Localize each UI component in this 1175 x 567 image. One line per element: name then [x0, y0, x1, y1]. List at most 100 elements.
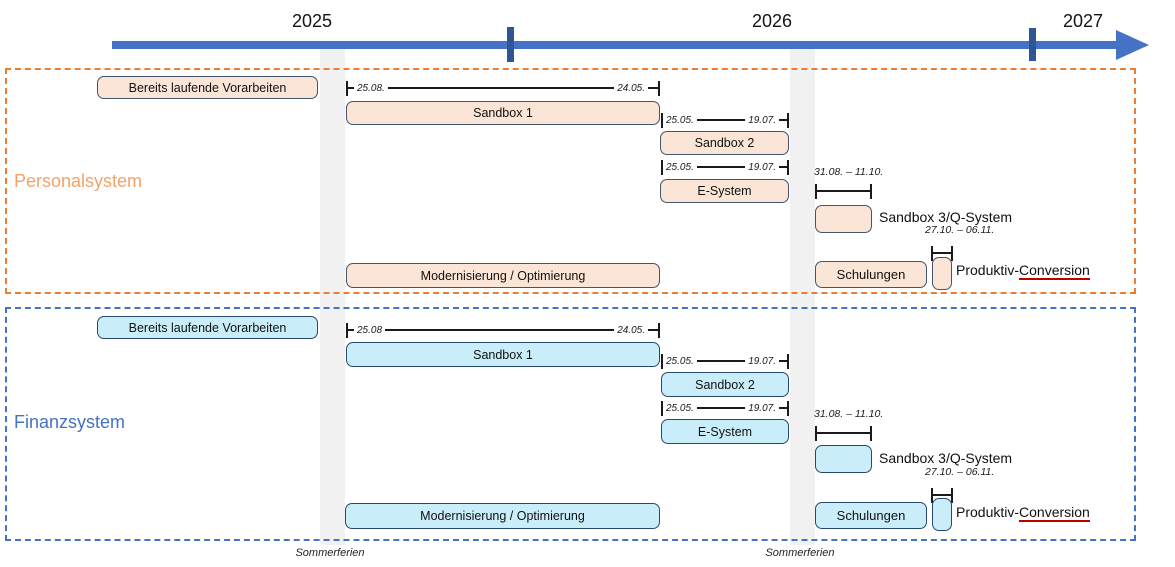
- bracket-line: [817, 190, 870, 192]
- label-sandbox3-qsystem: Sandbox 3/Q-System: [879, 450, 1013, 466]
- bracket-tick: [787, 159, 789, 175]
- bracket-tick: [870, 425, 872, 441]
- bracket-tick: [346, 322, 348, 338]
- bracket-line: [696, 360, 746, 362]
- range-label-produktiv: 27.10. – 06.11.: [925, 466, 995, 478]
- bracket-tick: [931, 245, 933, 261]
- bracket-tick: [658, 322, 660, 338]
- task-box-schulungen: Schulungen: [815, 502, 927, 529]
- timeline-arrow-icon: [1116, 30, 1149, 60]
- date-start: 25.05.: [666, 402, 694, 414]
- task-box-esystem: E-System: [661, 419, 789, 444]
- task-box-produktiv-conversion: [932, 498, 952, 531]
- range-bracket-sandbox3: [815, 183, 872, 199]
- bracket-tick: [787, 400, 789, 416]
- date-start: 25.05.: [666, 161, 694, 173]
- task-box-produktiv-conversion: [932, 257, 952, 290]
- year-label-2027: 2027: [1062, 11, 1104, 31]
- task-box-sandbox2: Sandbox 2: [661, 372, 789, 397]
- bracket-tick: [661, 353, 663, 369]
- task-box-sandbox1: Sandbox 1: [346, 342, 660, 367]
- section-frame-finanzsystem: [5, 307, 1136, 541]
- produktiv-prefix: Produktiv-: [956, 504, 1020, 520]
- timeline-bar: [112, 41, 1122, 49]
- date-bracket-esystem: 25.05. 19.07.: [661, 400, 789, 416]
- summer-break-band-2: [790, 48, 815, 545]
- label-produktiv-conversion: Produktiv-Conversion: [956, 504, 1090, 522]
- bracket-line: [348, 329, 354, 331]
- bracket-tick: [931, 487, 933, 503]
- bracket-line: [387, 87, 615, 89]
- task-box-sandbox1: Sandbox 1: [346, 101, 660, 125]
- task-box-esystem: E-System: [660, 179, 789, 203]
- bracket-line: [779, 119, 787, 121]
- range-bracket-sandbox3: [815, 425, 872, 441]
- bracket-tick: [951, 245, 953, 261]
- date-end: 24.05.: [617, 82, 645, 94]
- bracket-tick: [870, 183, 872, 199]
- produktiv-prefix: Produktiv-: [956, 262, 1020, 278]
- sommerferien-label-2: Sommerferien: [765, 547, 835, 559]
- label-produktiv-conversion: Produktiv-Conversion: [956, 262, 1090, 280]
- bracket-tick: [815, 425, 817, 441]
- year-label-2026: 2026: [751, 11, 793, 31]
- date-start: 25.08.: [357, 82, 385, 94]
- task-box-sandbox3: [815, 445, 872, 473]
- section-label-finanzsystem: Finanzsystem: [14, 412, 126, 432]
- bracket-tick: [658, 80, 660, 96]
- date-end: 19.07.: [748, 161, 776, 173]
- date-end: 19.07.: [748, 402, 776, 414]
- bracket-tick: [346, 80, 348, 96]
- bracket-line: [348, 87, 354, 89]
- summer-break-band-1: [320, 48, 345, 545]
- bracket-tick: [787, 353, 789, 369]
- bracket-line: [648, 87, 658, 89]
- bracket-tick: [787, 112, 789, 128]
- section-frame-personalsystem: [5, 68, 1136, 294]
- task-box-vorarbeiten: Bereits laufende Vorarbeiten: [97, 316, 318, 339]
- range-bracket-produktiv: [931, 245, 953, 261]
- date-bracket-esystem: 25.05. 19.07.: [661, 159, 789, 175]
- bracket-line: [696, 119, 746, 121]
- bracket-tick: [815, 183, 817, 199]
- date-bracket-sandbox1: 25.08 24.05.: [346, 322, 660, 338]
- date-end: 19.07.: [748, 355, 776, 367]
- bracket-tick: [951, 487, 953, 503]
- date-bracket-sandbox2: 25.05. 19.07.: [661, 112, 789, 128]
- bracket-line: [696, 166, 746, 168]
- task-box-modernisierung: Modernisierung / Optimierung: [345, 503, 660, 529]
- task-box-sandbox2: Sandbox 2: [660, 131, 789, 155]
- bracket-line: [779, 407, 787, 409]
- date-start: 25.05.: [666, 114, 694, 126]
- bracket-line: [385, 329, 615, 331]
- date-bracket-sandbox2: 25.05. 19.07.: [661, 353, 789, 369]
- bracket-line: [933, 252, 951, 254]
- bracket-tick: [661, 400, 663, 416]
- task-box-sandbox3: [815, 205, 872, 233]
- range-bracket-produktiv: [931, 487, 953, 503]
- task-box-schulungen: Schulungen: [815, 261, 927, 288]
- date-bracket-sandbox1: 25.08. 24.05.: [346, 80, 660, 96]
- bracket-line: [779, 166, 787, 168]
- date-start: 25.08: [357, 324, 383, 336]
- bracket-tick: [661, 112, 663, 128]
- bracket-line: [648, 329, 658, 331]
- section-label-personalsystem: Personalsystem: [14, 171, 143, 191]
- bracket-line: [933, 494, 951, 496]
- label-sandbox3-qsystem: Sandbox 3/Q-System: [879, 209, 1013, 225]
- task-box-vorarbeiten: Bereits laufende Vorarbeiten: [97, 76, 318, 99]
- year-label-2025: 2025: [291, 11, 333, 31]
- range-label-sandbox3: 31.08. – 11.10.: [814, 166, 884, 178]
- bracket-tick: [661, 159, 663, 175]
- sommerferien-label-1: Sommerferien: [295, 547, 365, 559]
- timeline-tick-2027: [1029, 28, 1036, 61]
- date-end: 19.07.: [748, 114, 776, 126]
- bracket-line: [696, 407, 746, 409]
- range-label-sandbox3: 31.08. – 11.10.: [814, 408, 884, 420]
- date-end: 24.05.: [617, 324, 645, 336]
- produktiv-underlined: Conversion: [1019, 504, 1090, 522]
- date-start: 25.05.: [666, 355, 694, 367]
- produktiv-underlined: Conversion: [1019, 262, 1090, 280]
- bracket-line: [779, 360, 787, 362]
